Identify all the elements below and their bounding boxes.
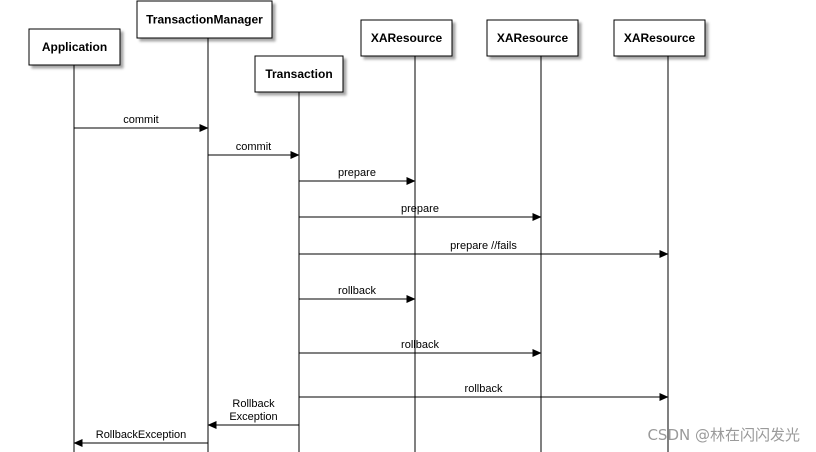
- participant-xa3: XAResource: [613, 19, 706, 57]
- participant-box: [486, 19, 579, 57]
- message-4: prepare //fails: [299, 240, 669, 258]
- message-label: rollback: [465, 383, 503, 395]
- message-5: rollback: [299, 285, 416, 303]
- participant-app: Application: [28, 28, 121, 66]
- message-label: commit: [236, 141, 271, 153]
- message-label: rollback: [338, 285, 376, 297]
- message-label: Exception: [229, 411, 277, 423]
- participant-box: [28, 28, 121, 66]
- participant-label: TransactionManager: [146, 13, 263, 27]
- participant-xa1: XAResource: [360, 19, 453, 57]
- participant-label: Transaction: [265, 67, 332, 81]
- participant-tm: TransactionManager: [136, 0, 273, 39]
- message-label: Rollback: [232, 398, 275, 410]
- message-label: RollbackException: [96, 429, 187, 441]
- message-label: prepare: [401, 203, 439, 215]
- message-9: RollbackException: [73, 429, 208, 447]
- message-6: rollback: [299, 339, 542, 357]
- participant-label: XAResource: [371, 31, 443, 45]
- message-label: rollback: [401, 339, 439, 351]
- participant-box: [613, 19, 706, 57]
- participant-xa2: XAResource: [486, 19, 579, 57]
- participant-box: [136, 0, 273, 39]
- message-7: rollback: [299, 383, 669, 401]
- participant-box: [360, 19, 453, 57]
- message-label: prepare //fails: [450, 240, 517, 252]
- participant-label: XAResource: [624, 31, 696, 45]
- messages: commit commit prepare prepare prepare //fail…: [73, 114, 669, 447]
- message-3: prepare: [299, 203, 542, 221]
- lifelines: [73, 38, 669, 452]
- participant-label: XAResource: [497, 31, 569, 45]
- message-0: commit: [74, 114, 209, 132]
- participant-tx: Transaction: [254, 55, 344, 93]
- watermark-text: CSDN @林在闪闪发光: [647, 426, 800, 444]
- message-2: prepare: [299, 167, 416, 185]
- message-1: commit: [208, 141, 300, 159]
- message-8: RollbackException: [207, 398, 299, 429]
- message-label: prepare: [338, 167, 376, 179]
- participant-label: Application: [42, 40, 107, 54]
- participant-box: [254, 55, 344, 93]
- message-label: commit: [123, 114, 158, 126]
- participants: Application TransactionManagerTransaction…: [28, 0, 706, 93]
